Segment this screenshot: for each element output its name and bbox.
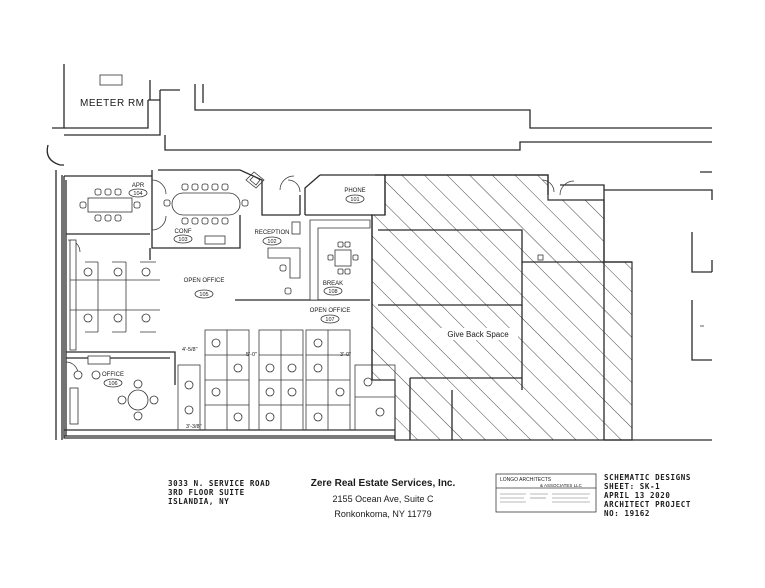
corridor-walls xyxy=(46,64,712,440)
dim-3: 3'-0" xyxy=(340,352,351,358)
dim-1: 4'-5/8" xyxy=(182,347,198,353)
address-line2: 3RD FLOOR SUITE xyxy=(168,488,245,497)
room-reception-102: RECEPTION 102 xyxy=(254,221,301,295)
sheet-line4: ARCHITECT PROJECT xyxy=(604,500,691,509)
architect-name2: & ASSOCIATES LLC xyxy=(540,483,583,488)
workstations-block-c xyxy=(305,329,351,431)
break-number: 108 xyxy=(328,289,337,295)
workstations-block-d xyxy=(354,364,396,431)
phone-number: 101 xyxy=(350,197,359,203)
meeter-room-label: MEETER RM xyxy=(80,98,145,109)
reception-number: 102 xyxy=(267,239,276,245)
room-break-108: BREAK 108 xyxy=(309,219,371,301)
sheet-line2: SHEET: SK-1 xyxy=(604,482,660,491)
give-back-label: Give Back Space xyxy=(447,330,509,339)
sheet-line5: NO: 19162 xyxy=(604,509,650,518)
give-back-hatch xyxy=(371,174,633,441)
architect-stamp: LONGO ARCHITECTS & ASSOCIATES LLC xyxy=(495,473,597,513)
room-apr-104: APR 104 xyxy=(79,183,148,222)
oo107-number: 107 xyxy=(325,317,334,323)
sheet-info: SCHEMATIC DESIGNS SHEET: SK-1 APRIL 13 2… xyxy=(604,473,691,518)
title-block: 3033 N. SERVICE ROAD 3RD FLOOR SUITE ISL… xyxy=(168,473,691,519)
oo105-name: OPEN OFFICE xyxy=(184,278,225,284)
room-conf-103: CONF 103 xyxy=(163,171,265,245)
meeter-room: MEETER RM xyxy=(80,74,145,109)
client-street: 2155 Ocean Ave, Suite C xyxy=(333,494,434,504)
dim-2: 5'-0" xyxy=(246,352,257,358)
phone-name: PHONE xyxy=(344,188,365,194)
room-open-office-105: OPEN OFFICE 105 xyxy=(69,239,225,351)
dim-4: 3'-3/8" xyxy=(186,424,202,430)
client-name: Zere Real Estate Services, Inc. xyxy=(311,478,456,489)
apr-name: APR xyxy=(132,183,145,189)
door-swings xyxy=(65,175,575,375)
address-line3: ISLANDIA, NY xyxy=(168,497,229,506)
give-back-space: Give Back Space xyxy=(371,174,633,441)
break-name: BREAK xyxy=(323,281,343,287)
office106-name: OFFICE xyxy=(102,372,124,378)
reception-name: RECEPTION xyxy=(254,230,289,236)
oo105-number: 105 xyxy=(199,292,208,298)
client-city: Ronkonkoma, NY 11779 xyxy=(334,509,431,519)
room-open-office-107: OPEN OFFICE 107 xyxy=(177,308,396,431)
address-block: 3033 N. SERVICE ROAD 3RD FLOOR SUITE ISL… xyxy=(168,479,270,506)
client-block: Zere Real Estate Services, Inc. 2155 Oce… xyxy=(311,478,456,519)
room-office-106: OFFICE 106 xyxy=(69,355,159,425)
room-phone-101: PHONE 101 xyxy=(344,188,366,204)
address-line1: 3033 N. SERVICE ROAD xyxy=(168,479,270,488)
sheet-line3: APRIL 13 2020 xyxy=(604,491,671,500)
workstations-office-106-side xyxy=(177,364,201,431)
sheet-line1: SCHEMATIC DESIGNS xyxy=(604,473,691,482)
apr-number: 104 xyxy=(133,191,142,197)
oo107-name: OPEN OFFICE xyxy=(310,308,351,314)
conf-number: 103 xyxy=(178,237,187,243)
conf-name: CONF xyxy=(175,229,192,235)
office106-number: 106 xyxy=(108,381,117,387)
architect-name: LONGO ARCHITECTS xyxy=(500,477,552,483)
workstations-block-b xyxy=(258,329,304,431)
workstations-block-a xyxy=(204,329,250,431)
